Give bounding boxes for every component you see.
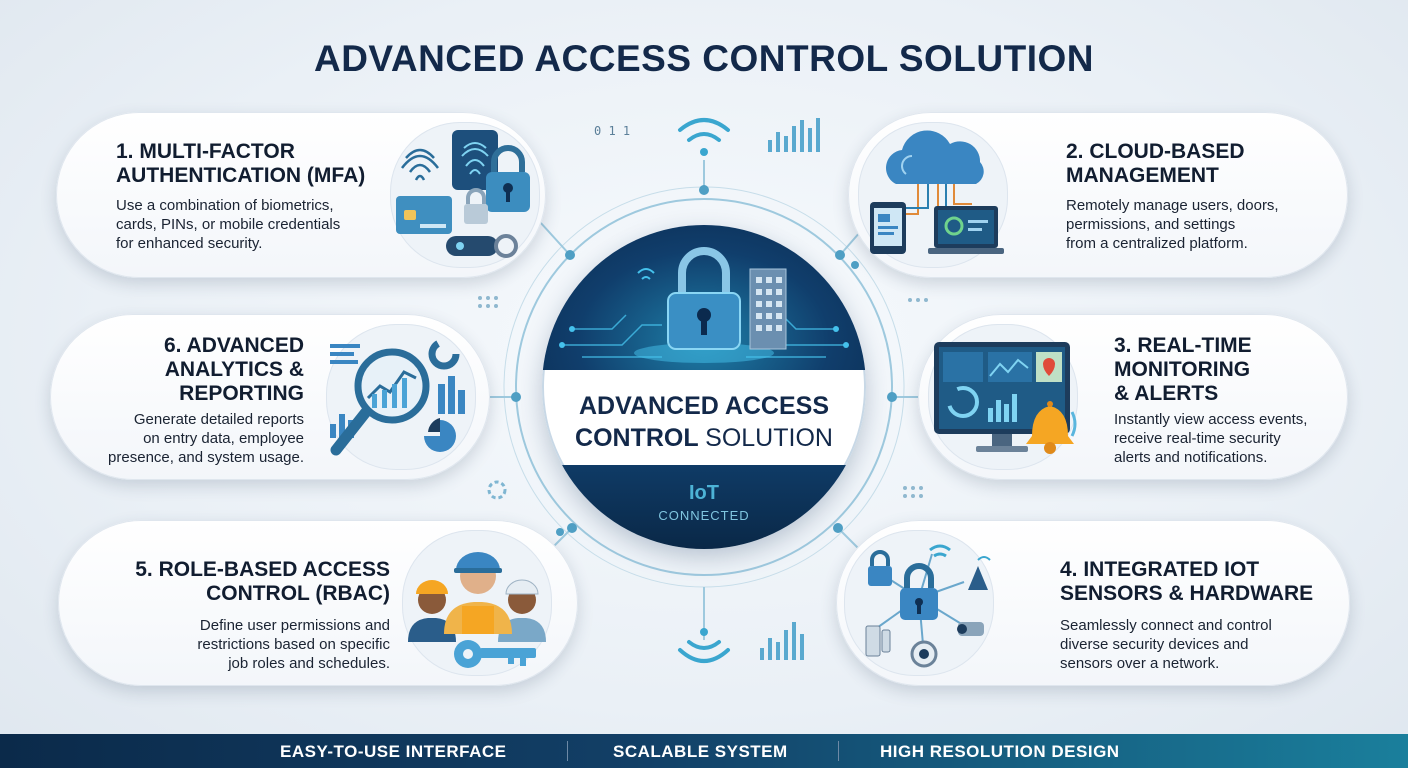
central-hub: ADVANCED ACCESS CONTROL SOLUTION IoT CON… — [542, 225, 866, 549]
cloud-devices-icon — [858, 122, 1008, 268]
hub-lock-banner — [542, 225, 866, 370]
feature-card-iot: 4. INTEGRATED IoTSENSORS & HARDWARE Seam… — [836, 520, 1350, 686]
feature-title: 4. INTEGRATED IoTSENSORS & HARDWARE — [1060, 558, 1314, 605]
footer-bar: EASY-TO-USE INTERFACE SCALABLE SYSTEM HI… — [0, 734, 1408, 768]
wifi-icon-bottom — [678, 628, 730, 663]
bar-chart-decoration-top — [768, 118, 820, 152]
workers-key-icon — [402, 530, 552, 676]
footer-item-resolution: HIGH RESOLUTION DESIGN — [880, 742, 1120, 761]
magnifier-chart-icon — [326, 324, 476, 470]
hub-title: ADVANCED ACCESS CONTROL SOLUTION — [575, 392, 833, 452]
footer-item-scalable: SCALABLE SYSTEM — [613, 742, 788, 761]
padlock-building-icon — [559, 247, 849, 363]
feature-description: Remotely manage users, doors,permissions… — [1066, 197, 1279, 252]
bar-chart-decoration-bottom — [760, 622, 804, 660]
fingerprint-card-lock-icon — [390, 122, 540, 268]
feature-description: Use a combination of biometrics,cards, P… — [116, 197, 341, 252]
binary-decoration: 0 1 1 — [594, 124, 631, 138]
iot-network-icon — [844, 530, 994, 676]
footer-item-interface: EASY-TO-USE INTERFACE — [280, 742, 507, 761]
hub-iot-banner — [542, 465, 866, 549]
monitor-bell-icon — [928, 324, 1078, 470]
iot-connected-label: CONNECTED — [658, 508, 750, 523]
iot-badge: IoT — [689, 482, 719, 504]
page-title: ADVANCED ACCESS CONTROL SOLUTION — [313, 38, 1094, 79]
wifi-icon-top — [678, 118, 730, 156]
feature-description: Instantly view access events,receive rea… — [1114, 411, 1308, 466]
